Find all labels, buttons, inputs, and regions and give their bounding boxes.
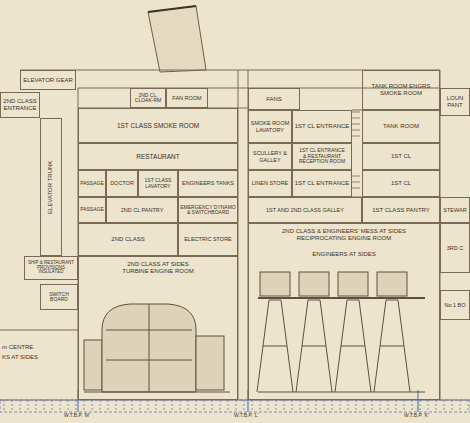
room-label: 1ST CL [391,180,411,187]
turbine-engine [84,304,230,392]
room-label: 1ST CL ENTRANCE [295,180,350,187]
compartment-box: PASSAGE [78,197,106,223]
room-label: SMOKE ROOM LAVATORY [250,120,290,132]
room-label: LOUN PANT [442,95,468,108]
compartment-box: 1ST CL [362,170,440,197]
room-label: LINEN STORE [252,180,289,186]
compartment-box: PASSAGE [78,170,106,197]
room-label: ELECTRIC STORE [184,236,232,242]
compartment-box: TANK ROOM [362,110,440,143]
room-label: 2ND CL PANTRY [121,207,164,213]
compartment-box: SWITCH BOARD [40,284,78,310]
compartment-box: TANK ROOM ENGRS SMOKE ROOM [362,70,440,110]
compartment-box: 2ND CLASS ENTRANCE [0,92,40,118]
room-label: SWITCH BOARD [42,292,76,303]
compartment-box: EMERGENCY DYNAMO & SWITCHBOARD [178,197,238,223]
compartment-box: 2ND CLASS AT SIDESTURBINE ENGINE ROOM [78,256,238,400]
room-label: TANK ROOM ENGRS SMOKE ROOM [364,83,438,96]
compartment-box: 1ST AND 2ND CLASS GALLEY [248,197,362,223]
room-label: 2ND CLASS AT SIDES [127,261,188,268]
room-label: m CENTRE [2,344,33,351]
room-label: & RESTAURANT RECEPTION ROOM [294,154,350,165]
room-label: SHIP & RESTAURANT PROVISIONS INSULATED [26,261,76,276]
compartment-box: 3RD C [440,223,470,273]
compartment-box: STEWAR [440,197,470,223]
room-label: FANS [266,96,282,103]
compartment-box: LINEN STORE [248,170,292,197]
compartment-box: 1ST CLASS LAVATORY [138,170,178,197]
double-bottom [0,400,470,412]
compartment-box: RESTAURANT [78,143,238,170]
room-label: 1ST CL ENTRANCE [295,123,350,130]
room-label: RESTAURANT [136,153,180,160]
room-label: STEWAR [443,207,466,213]
compartment-box: ELEVATOR GEAR [20,70,76,90]
room-label: 1ST CL [391,153,411,160]
room-label: 1ST AND 2ND CLASS GALLEY [266,207,344,213]
room-label: ELEVATOR GEAR [23,77,73,84]
funnel [148,6,206,72]
compartment-box: FAN ROOM [166,88,208,108]
room-label: ELEVATOR TRUNK [48,160,55,213]
compartment-box: 2ND CL. CLOAK-RM [130,88,166,108]
compartment-box: SHIP & RESTAURANT PROVISIONS INSULATED [24,256,78,280]
compartment-box: LOUN PANT [440,88,470,116]
compartment-box: 1ST CL ENTRANCE [292,170,352,197]
room-label: ENGINEERS AT SIDES [312,251,375,258]
room-label: KS AT SIDES [2,354,38,361]
compartment-box: SMOKE ROOM LAVATORY [248,110,292,143]
room-label: ENGINEERS TANKS [182,180,234,186]
compartment-box: 1ST CL [362,143,440,170]
compartment-box: 1ST CL ENTRANCE& RESTAURANT RECEPTION RO… [292,143,352,170]
bulkhead-label: W.T.B.P. 'M' [64,413,90,419]
room-label: 2ND CLASS [111,236,144,243]
room-label: SCULLERY & GALLEY [250,150,290,162]
room-label: 2ND CL. CLOAK-RM [132,93,164,104]
compartment-box: 1ST CL ENTRANCE [292,110,352,143]
room-label: No.1 BO [444,302,465,308]
stairs [352,112,360,188]
compartment-box: ENGINEERS TANKS [178,170,238,197]
bulkhead-label: W.T.B.P. 'L' [234,413,259,419]
compartment-box: No.1 BO [440,290,470,320]
structure-lines [0,70,470,400]
room-label: 1ST CLASS SMOKE ROOM [117,122,199,129]
room-label: DOCTOR [110,180,134,186]
compartment-box: SCULLERY & GALLEY [248,143,292,170]
compartment-box: 2ND CLASS [78,223,178,256]
room-label: TURBINE ENGINE ROOM [122,268,193,275]
room-label: RECIPROCATING ENGINE ROOM [297,235,392,242]
compartment-box: ELEVATOR TRUNK [40,118,62,256]
compartment-box: FANS [248,88,300,110]
room-label: PASSAGE [80,207,104,213]
compartment-box: 1ST CLASS SMOKE ROOM [78,108,238,143]
compartment-box: 1ST CLASS PANTRY [362,197,440,223]
room-label: TANK ROOM [383,123,419,130]
room-label: 2ND CLASS & ENGINEERS' MESS AT SIDES [282,228,406,235]
funnel-top [148,6,196,12]
compartment-box: 2ND CL PANTRY [106,197,178,223]
compartment-box: DOCTOR [106,170,138,197]
bulkhead-label: W.T.B.P. 'K' [404,413,429,419]
room-label: PASSAGE [80,181,104,187]
compartment-box: 2ND CLASS & ENGINEERS' MESS AT SIDESRECI… [248,223,440,400]
room-label: 1ST CLASS LAVATORY [140,178,176,189]
room-label: 3RD C [447,245,464,251]
reciprocating-engine [257,272,425,392]
room-label: 1ST CLASS PANTRY [372,207,430,214]
room-label: EMERGENCY DYNAMO & SWITCHBOARD [180,205,236,216]
room-label: FAN ROOM [172,95,201,101]
room-label: 2ND CLASS ENTRANCE [2,98,38,111]
compartment-box: ELECTRIC STORE [178,223,238,256]
